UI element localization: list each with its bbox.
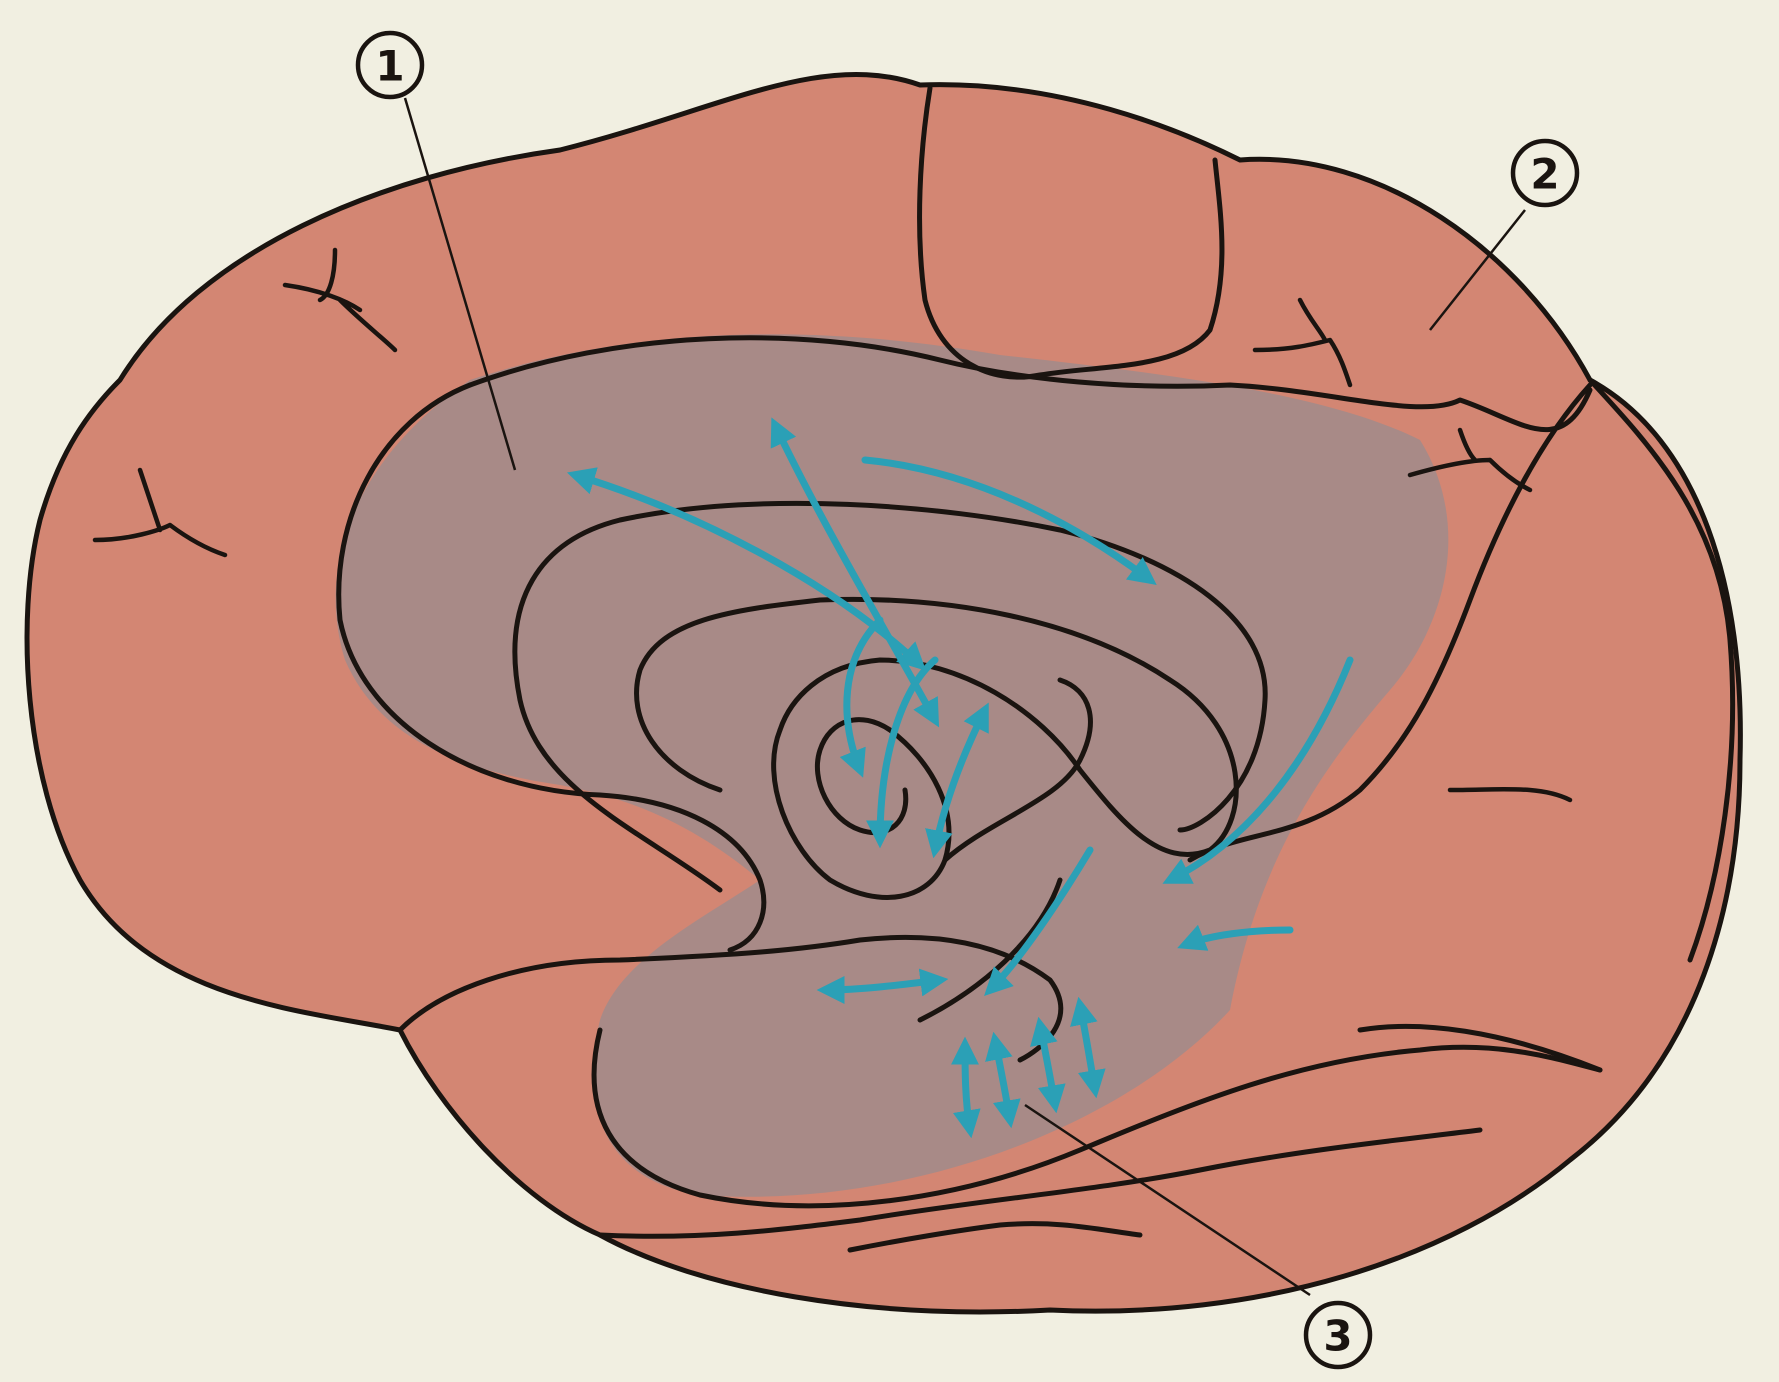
marker-2: 2 xyxy=(1513,141,1577,205)
marker-1: 1 xyxy=(358,33,422,97)
marker-3-label: 3 xyxy=(1323,1312,1352,1361)
marker-3: 3 xyxy=(1306,1303,1370,1367)
marker-2-label: 2 xyxy=(1530,150,1559,199)
marker-1-label: 1 xyxy=(375,42,404,91)
